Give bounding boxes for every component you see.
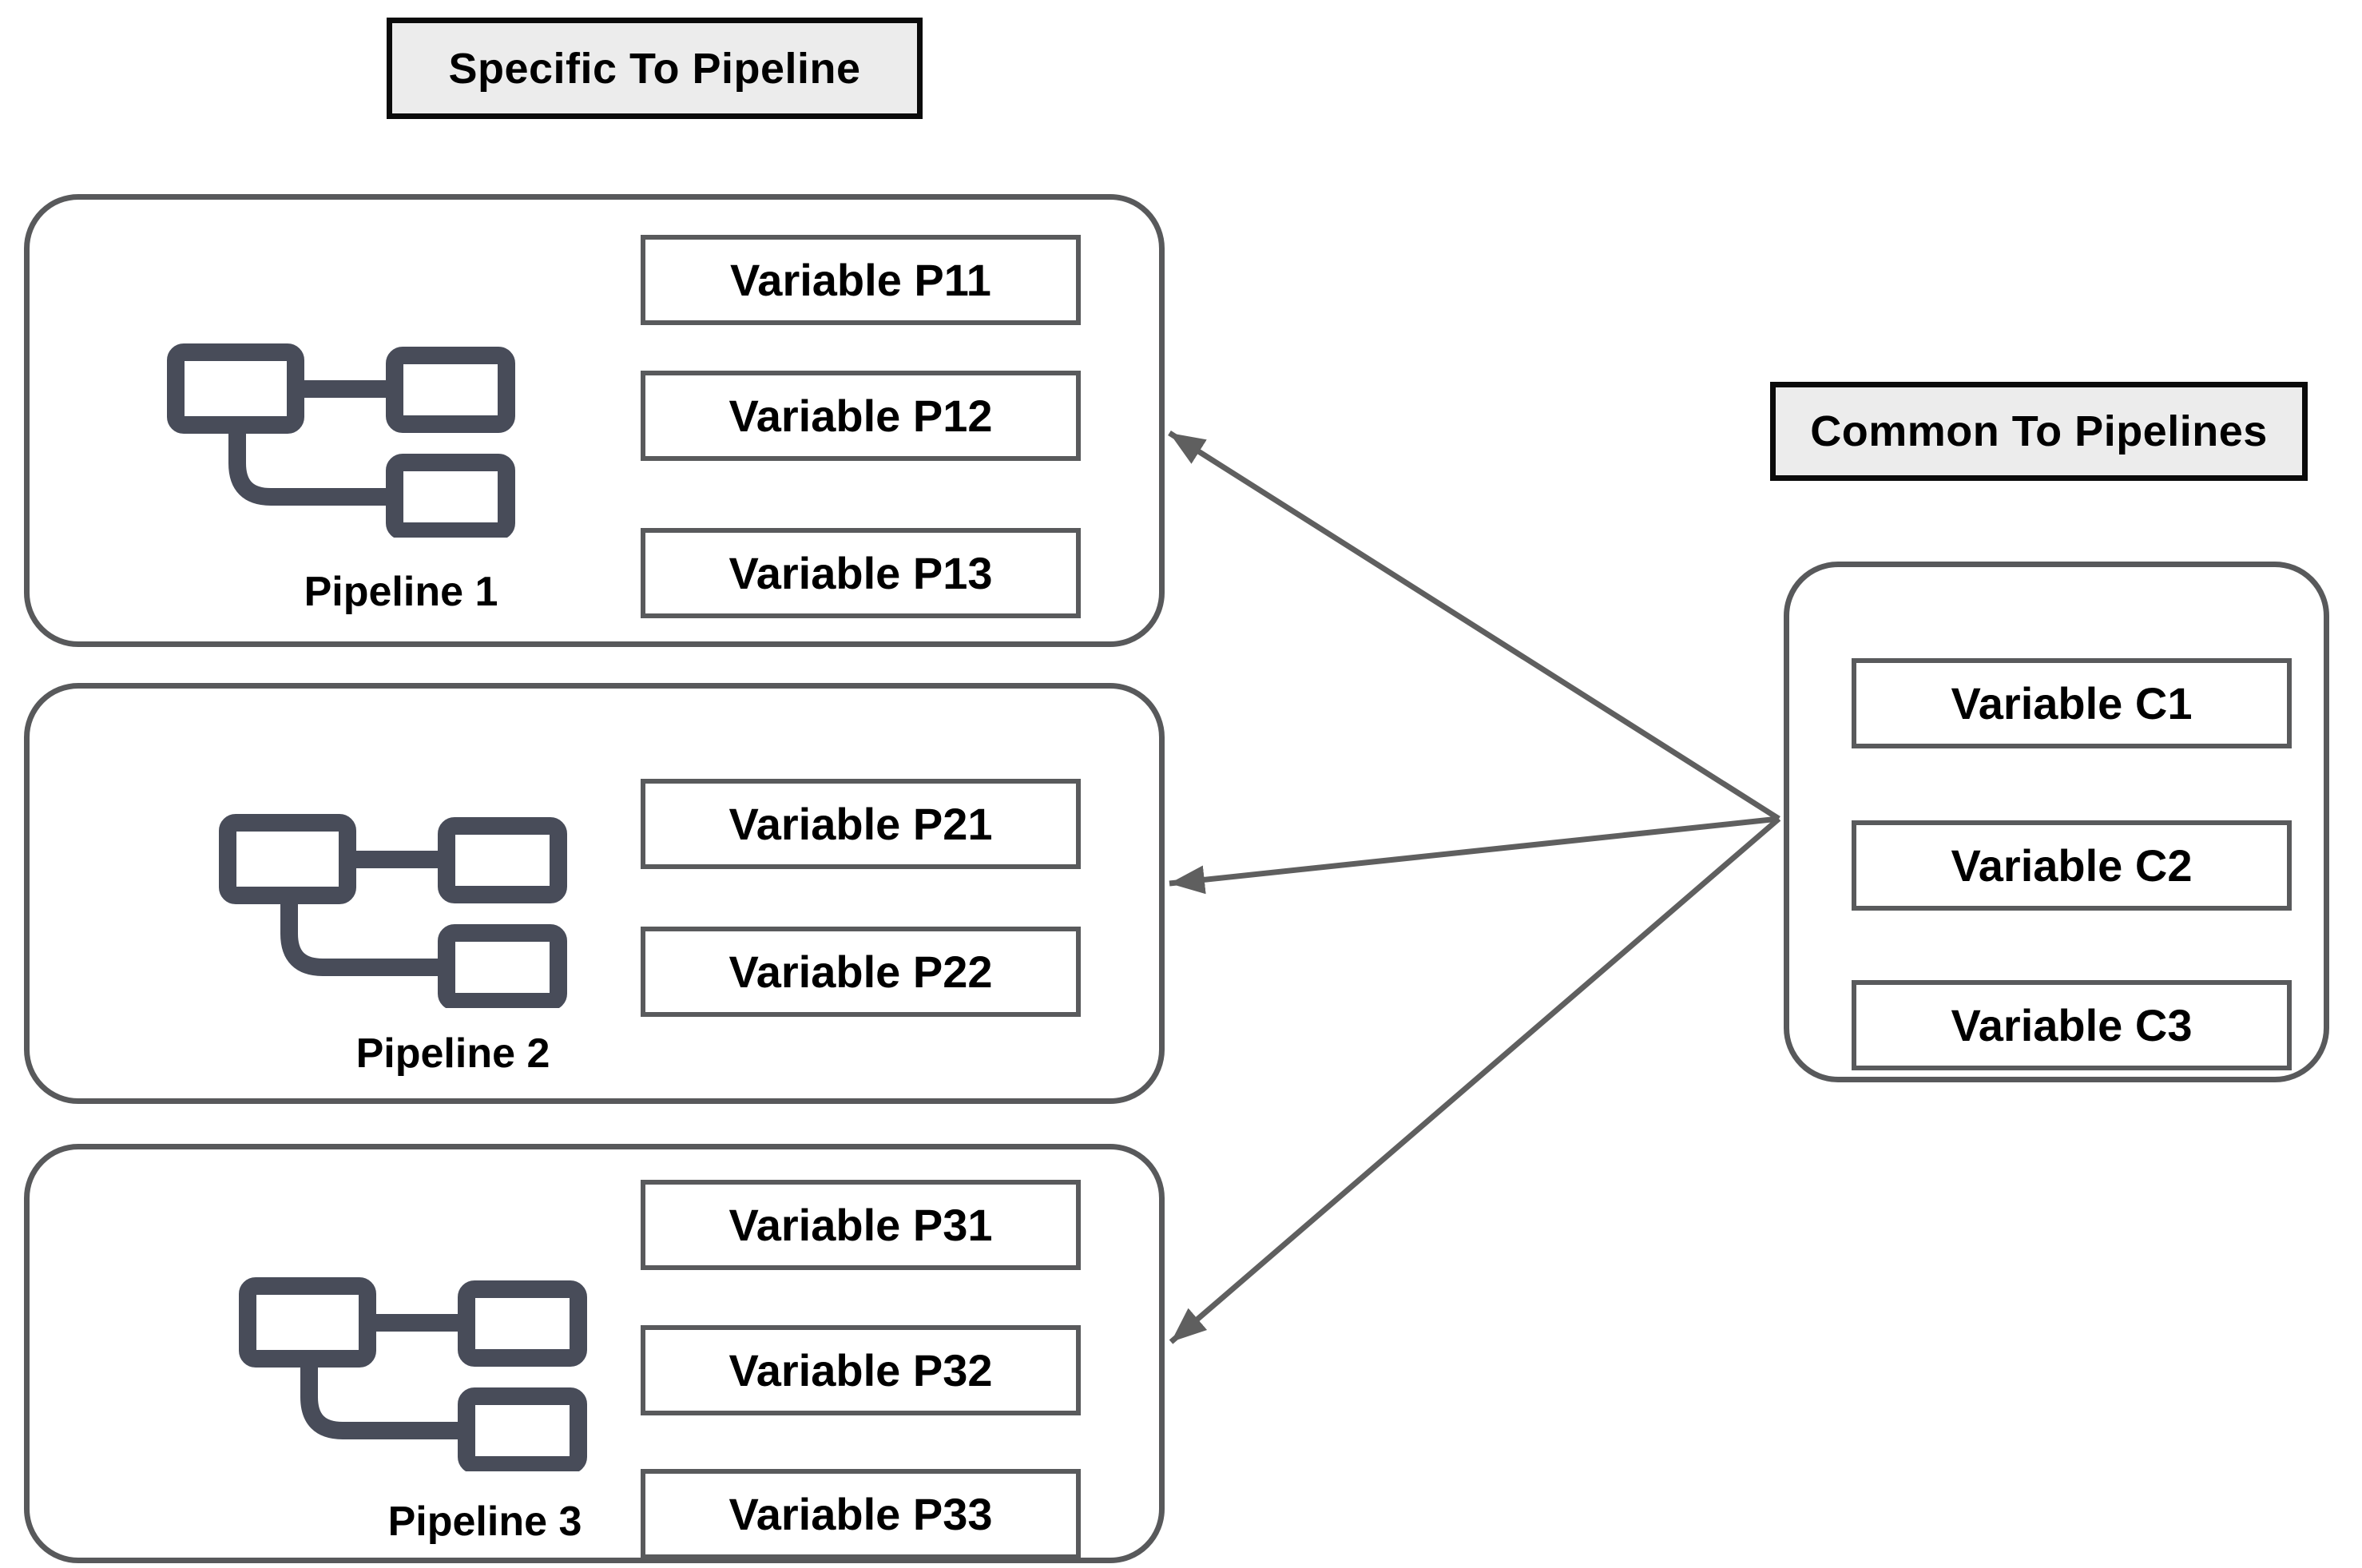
variable-box-p31: Variable P31 bbox=[641, 1180, 1081, 1270]
arrow-common-to-pipeline-2 bbox=[1169, 816, 1780, 895]
variable-box-p22: Variable P22 bbox=[641, 927, 1081, 1017]
variable-box-p11: Variable P11 bbox=[641, 235, 1081, 325]
pipeline-2-container: Pipeline 2 Variable P21 Variable P22 bbox=[24, 683, 1165, 1104]
pipeline-3-container: Pipeline 3 Variable P31 Variable P32 Var… bbox=[24, 1144, 1165, 1563]
variable-box-c3: Variable C3 bbox=[1852, 980, 2292, 1070]
arrow-common-to-pipeline-3 bbox=[1169, 816, 1781, 1344]
pipeline-2-label: Pipeline 2 bbox=[355, 1030, 550, 1077]
variable-box-p13: Variable P13 bbox=[641, 528, 1081, 618]
variable-box-p21: Variable P21 bbox=[641, 779, 1081, 869]
pipeline-1-container: Pipeline 1 Variable P11 Variable P12 Var… bbox=[24, 194, 1165, 647]
flowchart-pipeline-icon bbox=[239, 1277, 587, 1471]
pipeline-3-label: Pipeline 3 bbox=[387, 1499, 582, 1545]
common-to-pipelines-header: Common To Pipelines bbox=[1770, 382, 2308, 481]
flowchart-pipeline-icon bbox=[167, 343, 515, 538]
specific-to-pipeline-header: Specific To Pipeline bbox=[387, 18, 923, 119]
variable-box-p33: Variable P33 bbox=[641, 1469, 1081, 1559]
flowchart-pipeline-icon bbox=[219, 814, 567, 1008]
arrow-common-to-pipeline-1 bbox=[1168, 431, 1780, 821]
variable-box-p12: Variable P12 bbox=[641, 371, 1081, 461]
variable-box-c2: Variable C2 bbox=[1852, 820, 2292, 911]
common-variables-container: Variable C1 Variable C2 Variable C3 bbox=[1784, 562, 2329, 1082]
variable-box-p32: Variable P32 bbox=[641, 1325, 1081, 1415]
variable-box-c1: Variable C1 bbox=[1852, 658, 2292, 748]
pipeline-1-label: Pipeline 1 bbox=[304, 569, 498, 615]
